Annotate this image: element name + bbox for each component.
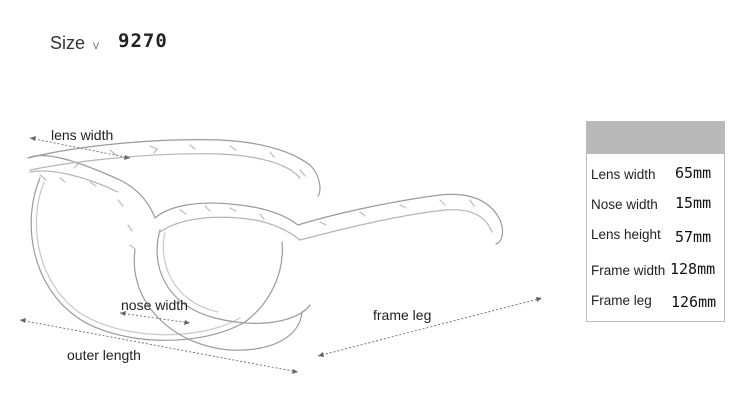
spec-value: 65mm [675, 164, 712, 182]
outer-length-label: outer length [67, 347, 141, 363]
spec-value: 15mm [675, 194, 712, 212]
spec-value: 126mm [671, 293, 717, 311]
spec-name: Lens width [591, 167, 656, 182]
spec-name: Frame leg [591, 293, 652, 308]
spec-name: Lens height [591, 227, 661, 242]
outer-length-arrow [19, 319, 299, 373]
spec-row-lens-width: Lens width 65mm [591, 164, 722, 186]
frame-leg-label: frame leg [373, 307, 432, 323]
frame-leg-arrow [317, 297, 543, 357]
chevron-down-icon: v [93, 38, 99, 52]
model-number: 9270 [118, 30, 168, 52]
lens-width-arrow [29, 137, 131, 159]
spec-value: 128mm [670, 260, 716, 278]
spec-row-nose-width: Nose width 15mm [591, 194, 722, 216]
lens-width-label: lens width [51, 127, 114, 143]
spec-row-frame-leg: Frame leg 126mm [591, 290, 722, 312]
spec-name: Nose width [591, 197, 658, 212]
size-label: Size [50, 33, 86, 53]
spec-value: 57mm [675, 228, 712, 246]
nose-width-label: nose width [121, 297, 188, 313]
spec-name: Frame width [591, 263, 666, 278]
spec-row-frame-width: Frame width 128mm [591, 260, 722, 282]
spec-row-lens-height: Lens height 57mm [591, 224, 722, 246]
spec-table-header [587, 122, 724, 154]
spec-table: Lens width 65mm Nose width 15mm Lens hei… [586, 121, 725, 322]
